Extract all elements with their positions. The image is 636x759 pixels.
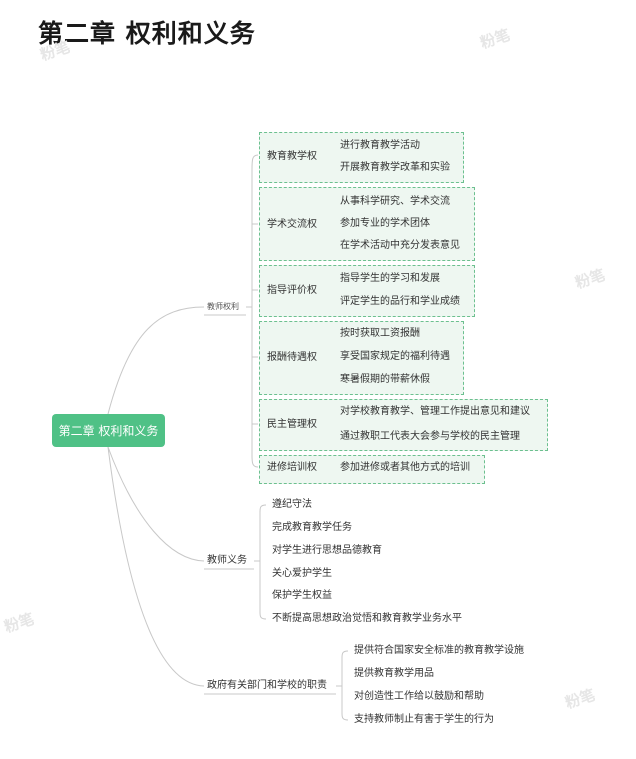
leaf-item: 通过教职工代表大会参与学校的民主管理: [340, 431, 520, 442]
leaf-item: 不断提高思想政治觉悟和教育教学业务水平: [272, 613, 462, 624]
page-title: 第二章 权利和义务: [38, 19, 256, 48]
leaf-item: 提供符合国家安全标准的教育教学设施: [354, 645, 524, 656]
leaf-item: 对学生进行思想品德教育: [272, 545, 382, 556]
root-node: 第二章 权利和义务: [52, 414, 165, 447]
group-label: 指导评价权: [267, 285, 317, 296]
branch-teacher-rights: 教师权利: [207, 302, 239, 311]
group-box: [259, 132, 464, 183]
leaf-item: 对学校教育教学、管理工作提出意见和建议: [340, 406, 530, 417]
group-box: [259, 399, 548, 451]
leaf-item: 保护学生权益: [272, 590, 332, 601]
group-box: [259, 187, 475, 261]
branch-teacher-duties: 教师义务: [207, 555, 247, 566]
leaf-item: 从事科学研究、学术交流: [340, 196, 450, 207]
leaf-item: 支持教师制止有害于学生的行为: [354, 714, 494, 725]
leaf-item: 参加专业的学术团体: [340, 218, 430, 229]
group-label: 进修培训权: [267, 462, 317, 473]
leaf-item: 关心爱护学生: [272, 568, 332, 579]
leaf-item: 享受国家规定的福利待遇: [340, 351, 450, 362]
leaf-item: 寒暑假期的带薪休假: [340, 374, 430, 385]
group-label: 报酬待遇权: [267, 352, 317, 363]
leaf-item: 完成教育教学任务: [272, 522, 352, 533]
leaf-item: 提供教育教学用品: [354, 668, 434, 679]
group-box: [259, 321, 464, 395]
leaf-item: 遵纪守法: [272, 499, 312, 510]
leaf-item: 进行教育教学活动: [340, 140, 420, 151]
group-label: 民主管理权: [267, 419, 317, 430]
leaf-item: 对创造性工作给以鼓励和帮助: [354, 691, 484, 702]
group-label: 教育教学权: [267, 151, 317, 162]
leaf-item: 指导学生的学习和发展: [340, 273, 440, 284]
branch-gov-duties: 政府有关部门和学校的职责: [207, 680, 327, 691]
group-box: [259, 455, 485, 484]
group-box: [259, 265, 475, 317]
leaf-item: 在学术活动中充分发表意见: [340, 240, 460, 251]
group-label: 学术交流权: [267, 219, 317, 230]
leaf-item: 评定学生的品行和学业成绩: [340, 296, 460, 307]
leaf-item: 参加进修或者其他方式的培训: [340, 462, 470, 473]
leaf-item: 按时获取工资报酬: [340, 328, 420, 339]
leaf-item: 开展教育教学改革和实验: [340, 162, 450, 173]
